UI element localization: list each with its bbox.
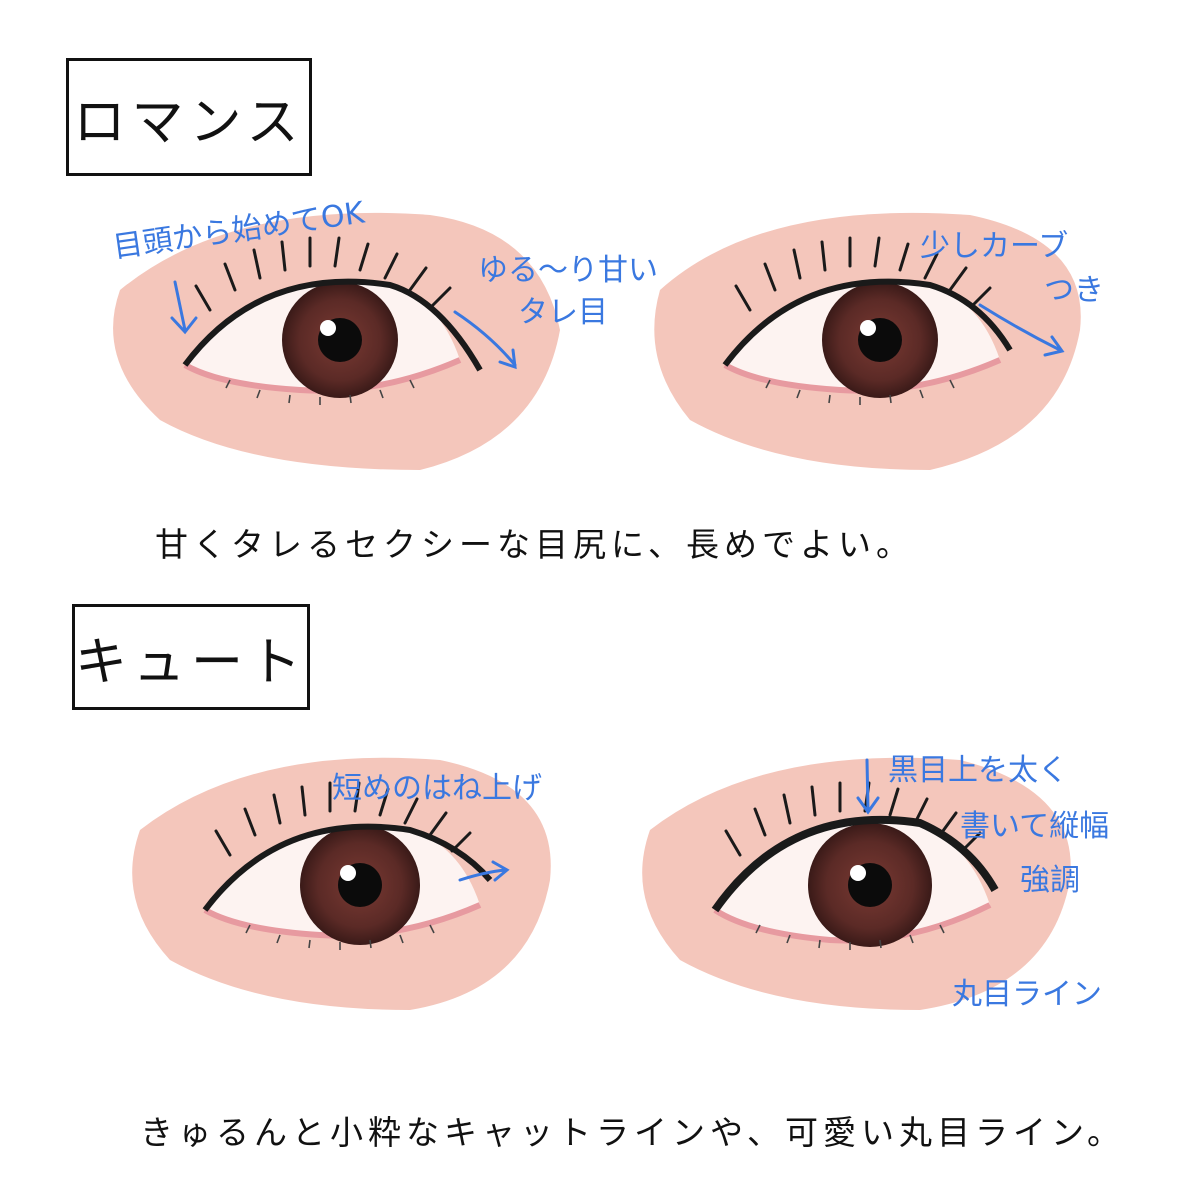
section-title-cute: キュート <box>72 604 310 710</box>
short-arrow-icon <box>458 860 510 882</box>
eye-cute-right <box>711 781 999 952</box>
note-emphasis: 強調 <box>1020 863 1080 898</box>
down-arrow-icon <box>856 758 880 815</box>
diagonal-arrow-icon <box>978 303 1065 357</box>
caption-cute: きゅるんと小粋なキャットラインや、可愛い丸目ライン。 <box>140 1113 1126 1152</box>
eye-romance-left <box>182 236 483 407</box>
note-emphasize-height: 書いて縦幅 <box>960 809 1110 844</box>
note-round-eye-line: 丸目ライン <box>952 977 1102 1012</box>
section-title-romance: ロマンス <box>66 58 312 176</box>
diagonal-arrow-icon <box>453 310 517 370</box>
note-slight-curve: 少しカーブ <box>920 229 1069 264</box>
down-arrow-icon <box>170 280 198 335</box>
eye-romance-right <box>722 236 1013 407</box>
eye-cute-left <box>202 781 493 952</box>
note-short-flick: 短めのはね上げ <box>332 771 542 806</box>
note-thick-above-iris: 黒目上を太く <box>888 753 1068 788</box>
caption-romance: 甘くタレるセクシーな目尻に、長めでよい。 <box>155 525 915 564</box>
note-droopy-eye: タレ目 <box>518 295 608 330</box>
note-attached: つき <box>1044 273 1104 308</box>
note-gently-sweet: ゆる〜り甘い <box>478 253 658 288</box>
arrow-icons <box>170 280 1065 882</box>
